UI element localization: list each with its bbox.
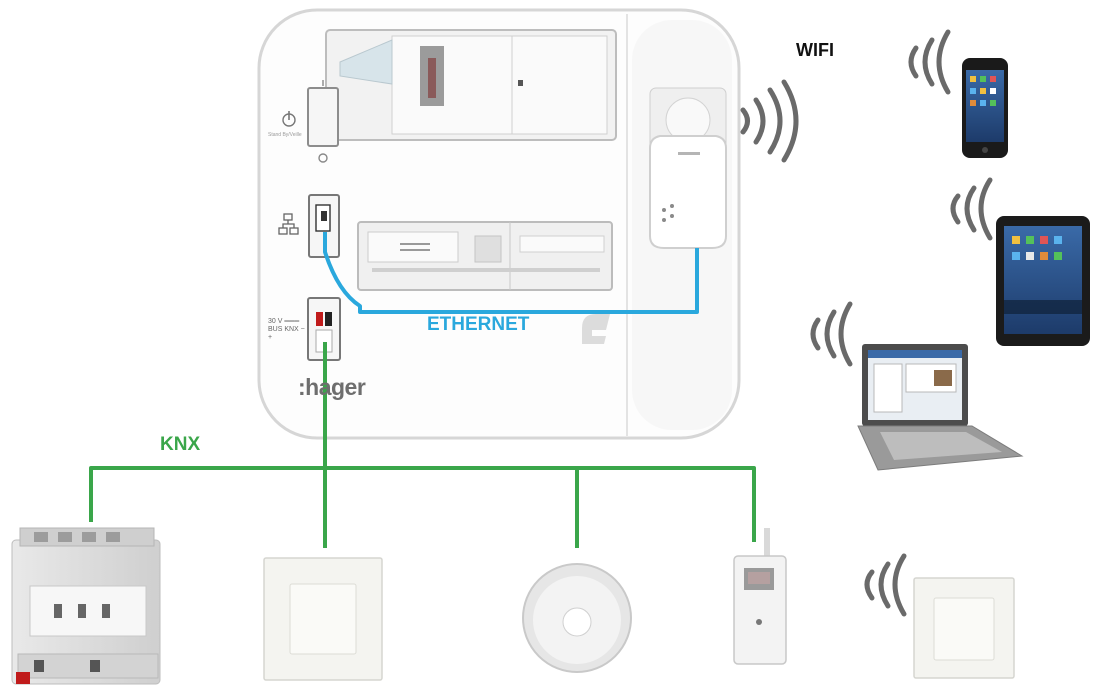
din-rail-modules [357,221,613,291]
laptop [857,344,1024,471]
ceiling-presence-detector [522,563,632,673]
wifi-waves-laptop [810,301,853,367]
network-icon [278,213,299,235]
knx-din-actuator [11,527,161,685]
tablet [996,216,1090,346]
wall-cabinet [257,8,741,440]
wireless-wall-switch [913,577,1015,679]
network-switch-module [308,194,340,258]
wifi-waves-smartphone [908,29,951,95]
wifi-router-module [325,29,617,141]
powerline-adapter [649,135,727,249]
wifi-waves-tablet [950,177,993,241]
wifi-waves-wireless-switch [864,553,907,617]
knx-bus-terminal [307,297,341,361]
knx-label: KNX [160,434,201,455]
standby-switch [307,80,339,163]
smartphone [962,58,1008,158]
e-logo [582,314,610,344]
ethernet-label: ETHERNET [427,314,530,335]
knx-bus-line [89,342,756,548]
power-icon [282,111,296,127]
wifi-waves-adapter [740,79,799,163]
ethernet-cable [323,232,699,314]
knx-radio-gateway [733,528,787,665]
bus-terminal-label: 30 V ═══ BUS KNX − + [268,318,305,341]
wifi-label: WIFI [796,40,834,60]
knx-wall-switch [263,557,383,681]
standby-label: Stand By/Veille [268,132,302,138]
hager-logo-text: :hager [298,374,366,400]
